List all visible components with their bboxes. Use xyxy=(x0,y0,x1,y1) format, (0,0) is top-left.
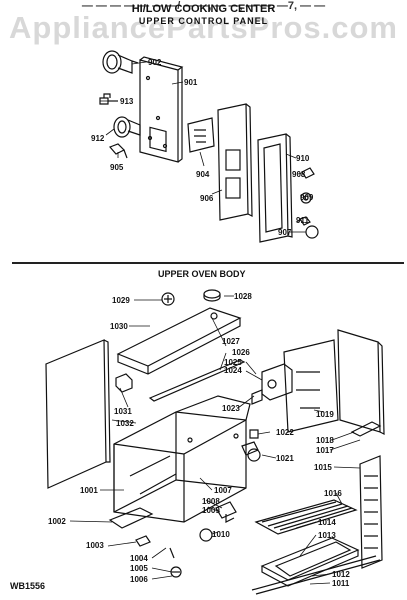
label-part-904: 904 xyxy=(196,170,210,179)
label-part-1022: 1022 xyxy=(276,428,294,437)
part-1016-rack-drawing xyxy=(254,499,358,535)
label-part-1031: 1031 xyxy=(114,407,132,416)
label-part-902: 902 xyxy=(148,58,162,67)
label-part-1026: 1026 xyxy=(232,348,250,357)
label-part-1004: 1004 xyxy=(130,554,148,563)
label-part-1001: 1001 xyxy=(80,486,98,495)
label-part-1003: 1003 xyxy=(86,541,104,550)
section-title-upper-oven-body: UPPER OVEN BODY xyxy=(158,269,246,279)
part-902-switch-drawing xyxy=(102,50,139,74)
label-part-1023: 1023 xyxy=(222,404,240,413)
label-part-1032: 1032 xyxy=(116,419,134,428)
part-1029-screw-drawing xyxy=(161,292,175,306)
label-part-1013: 1013 xyxy=(318,531,336,540)
label-part-1027: 1027 xyxy=(222,337,240,346)
diagram-title: HI/LOW COOKING CENTER xyxy=(131,3,276,15)
label-part-1021: 1021 xyxy=(276,454,294,463)
label-part-1029: 1029 xyxy=(112,296,130,305)
label-part-1005: 1005 xyxy=(130,564,148,573)
label-part-1006: 1006 xyxy=(130,575,148,584)
part-904-board-drawing xyxy=(187,117,215,153)
drawing-code: WB1556 xyxy=(10,581,46,591)
label-part-1002: 1002 xyxy=(48,517,66,526)
part-1026-strip-drawing xyxy=(148,359,246,402)
label-part-1015: 1015 xyxy=(314,463,332,472)
label-part-1014: 1014 xyxy=(318,518,336,527)
label-part-913: 913 xyxy=(120,97,134,106)
label-part-1007: 1007 xyxy=(214,486,232,495)
label-part-907: 907 xyxy=(278,228,292,237)
model-numbers-line: — — — — — — —/ — —, — —, — —, —7, — — xyxy=(81,0,326,12)
label-part-1011: 1011 xyxy=(332,579,350,588)
label-part-905: 905 xyxy=(110,163,124,172)
label-part-1019: 1019 xyxy=(316,410,334,419)
label-part-1024: 1024 xyxy=(224,366,242,375)
label-part-1030: 1030 xyxy=(110,322,128,331)
label-part-910: 910 xyxy=(296,154,310,163)
part-1010-clamp-drawing xyxy=(199,501,237,542)
part-1019-plate-drawing xyxy=(283,339,339,433)
part-1032-side-panel-drawing xyxy=(45,339,111,489)
part-1001-oven-body-drawing xyxy=(113,395,251,523)
part-1027-top-cover-drawing xyxy=(116,307,242,375)
label-part-912: 912 xyxy=(91,134,105,143)
part-1017-panel-drawing xyxy=(337,329,385,437)
label-part-1025: 1025 xyxy=(224,358,242,367)
part-1021-drawing xyxy=(241,441,261,462)
label-part-1010: 1010 xyxy=(212,530,230,539)
section-title-upper-control-panel: UPPER CONTROL PANEL xyxy=(138,16,269,26)
label-part-906: 906 xyxy=(200,194,214,203)
part-1013-pan-drawing xyxy=(260,537,360,587)
part-1028-drawing xyxy=(203,289,221,302)
part-906-panel-drawing xyxy=(217,103,253,221)
part-913-clip-drawing xyxy=(99,93,118,105)
section-divider xyxy=(12,262,404,264)
label-part-1017: 1017 xyxy=(316,446,334,455)
part-frame-drawing xyxy=(257,133,293,243)
label-part-1018: 1018 xyxy=(316,436,334,445)
label-part-1012: 1012 xyxy=(332,570,350,579)
part-912-switch-drawing xyxy=(113,116,141,138)
label-part-909: 909 xyxy=(300,193,314,202)
part-905-knob-drawing xyxy=(108,143,128,159)
part-knobs-drawing xyxy=(299,167,319,239)
part-901-panel-drawing xyxy=(139,56,184,163)
label-part-908: 908 xyxy=(292,170,306,179)
label-part-1009: 1009 xyxy=(202,506,220,515)
part-1031-bracket-drawing xyxy=(115,373,133,393)
leader-lines xyxy=(69,61,361,585)
label-part-1008: 1008 xyxy=(202,497,220,506)
part-1015-rack-side-drawing xyxy=(359,455,383,569)
label-part-1016: 1016 xyxy=(324,489,342,498)
label-part-901: 901 xyxy=(184,78,198,87)
part-1022-clip-drawing xyxy=(249,429,259,439)
label-part-1028: 1028 xyxy=(234,292,252,301)
part-1011-rod-drawing xyxy=(251,555,381,595)
label-part-911: 911 xyxy=(296,216,309,225)
